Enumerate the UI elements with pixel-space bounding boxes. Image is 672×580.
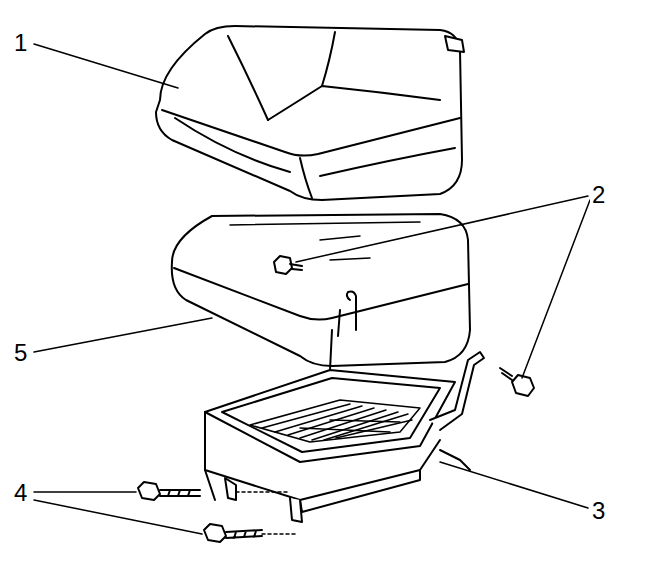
callout-number: 3: [590, 498, 607, 524]
seat-frame: [205, 330, 484, 522]
seat-cover: [156, 26, 464, 200]
leader-line: [34, 44, 590, 534]
bolt: [274, 256, 302, 274]
callout-number: 5: [12, 340, 29, 366]
callout-number: 4: [12, 480, 29, 506]
callout-number: 2: [590, 182, 607, 208]
seat-cushion-pad: [172, 214, 470, 366]
callout-number: 1: [12, 30, 29, 56]
bolt: [500, 368, 534, 396]
